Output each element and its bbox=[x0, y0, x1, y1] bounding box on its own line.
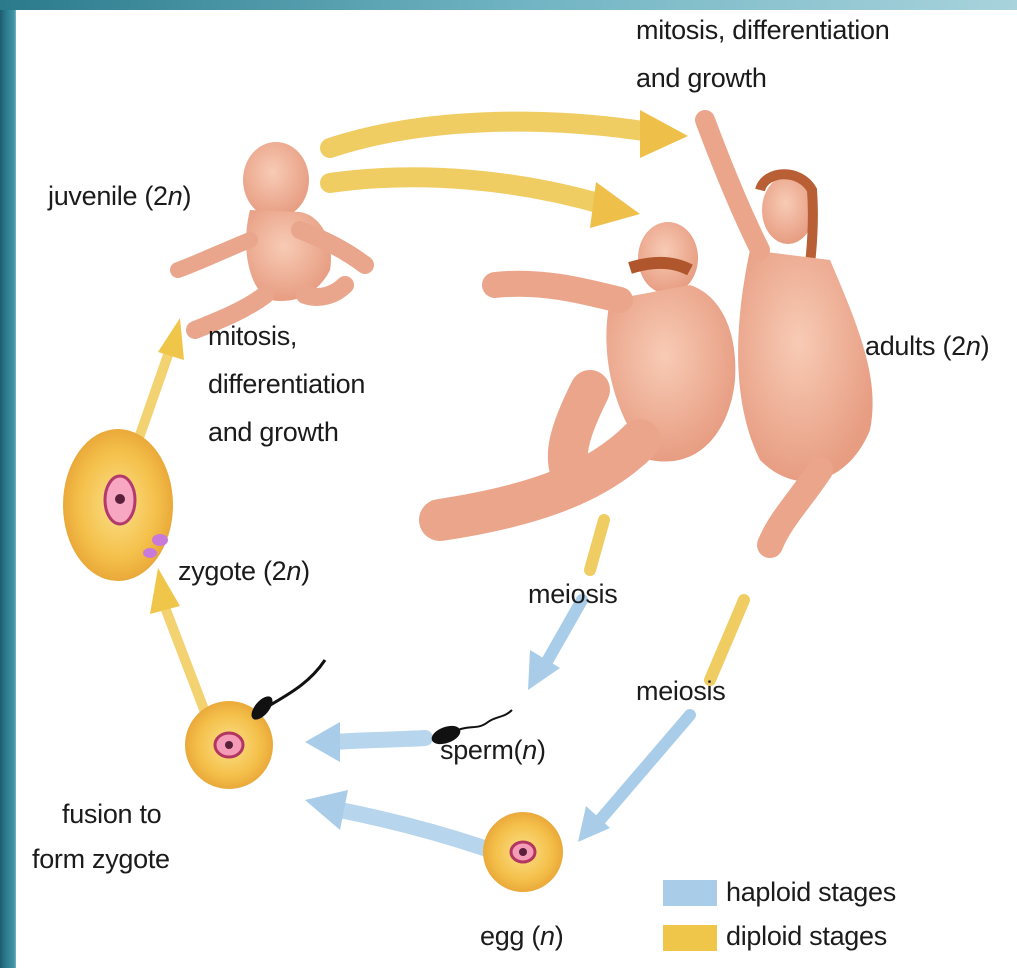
label-mitosis-left-line3: and growth bbox=[208, 416, 339, 449]
label-mitosis-top-line2: and growth bbox=[636, 62, 767, 95]
label-juvenile-text: juvenile (2 bbox=[48, 181, 168, 211]
label-juvenile-close: ) bbox=[183, 181, 192, 211]
label-adults-n: n bbox=[966, 331, 981, 361]
label-juvenile-n: n bbox=[168, 181, 183, 211]
arrow-meiosis-egg bbox=[578, 600, 744, 842]
label-sperm-n: n bbox=[522, 735, 537, 765]
legend-swatch-haploid bbox=[663, 880, 717, 906]
label-sperm-text: sperm( bbox=[440, 735, 522, 765]
label-mitosis-top-line1: mitosis, differentiation bbox=[636, 14, 889, 47]
fusion-cell bbox=[185, 660, 325, 789]
label-mitosis-left-line1: mitosis, bbox=[208, 320, 297, 353]
label-egg: egg (n) bbox=[480, 920, 563, 953]
label-adults-text: adults (2 bbox=[865, 331, 966, 361]
label-sperm: sperm(n) bbox=[440, 734, 546, 767]
label-zygote-close: ) bbox=[301, 556, 310, 586]
legend-swatch-diploid bbox=[663, 925, 717, 951]
label-sperm-close: ) bbox=[537, 735, 546, 765]
label-egg-close: ) bbox=[555, 921, 564, 951]
zygote-cell bbox=[63, 429, 173, 581]
label-fusion-line2: form zygote bbox=[32, 843, 170, 876]
label-zygote: zygote (2n) bbox=[178, 555, 310, 588]
label-fusion-line1: fusion to bbox=[62, 798, 161, 831]
label-mitosis-left-line2: differentiation bbox=[208, 368, 365, 401]
label-egg-text: egg ( bbox=[480, 921, 540, 951]
arrow-fusion-to-zygote bbox=[150, 568, 205, 712]
arrow-zygote-to-juvenile bbox=[140, 318, 184, 435]
egg-cell bbox=[483, 812, 563, 892]
arrow-sperm-to-fusion bbox=[305, 722, 425, 762]
label-adults: adults (2n) bbox=[865, 330, 989, 363]
label-juvenile: juvenile (2n) bbox=[48, 180, 191, 213]
label-adults-close: ) bbox=[981, 331, 990, 361]
juvenile-figure bbox=[178, 142, 365, 330]
arrow-juvenile-to-adults bbox=[330, 110, 688, 228]
label-meiosis-egg: meiosis bbox=[636, 675, 725, 708]
legend-label-diploid: diploid stages bbox=[726, 920, 887, 953]
label-meiosis-sperm: meiosis bbox=[528, 578, 617, 611]
label-zygote-text: zygote (2 bbox=[178, 556, 286, 586]
arrow-egg-to-fusion bbox=[305, 790, 484, 848]
label-zygote-n: n bbox=[286, 556, 301, 586]
legend-label-haploid: haploid stages bbox=[726, 876, 896, 909]
label-egg-n: n bbox=[540, 921, 555, 951]
